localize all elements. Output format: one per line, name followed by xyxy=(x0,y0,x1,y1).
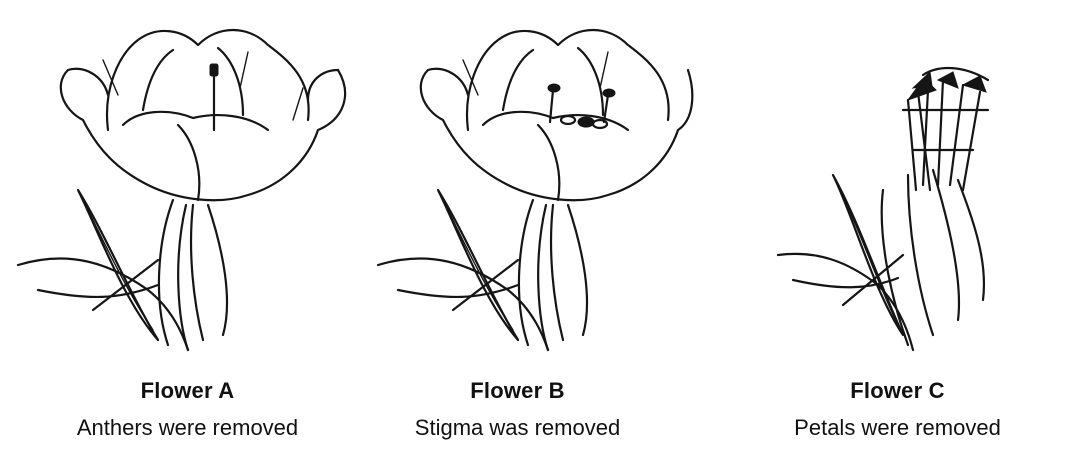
flower-a-drawing xyxy=(8,0,367,370)
flower-c-title: Flower C xyxy=(718,378,1077,404)
flower-b-drawing xyxy=(338,0,697,370)
flower-a-panel: Flower A Anthers were removed xyxy=(8,0,367,453)
flower-c-caption: Petals were removed xyxy=(718,415,1077,441)
flower-b-title: Flower B xyxy=(338,378,697,404)
flower-a-caption: Anthers were removed xyxy=(8,415,367,441)
flower-b-panel: Flower B Stigma was removed xyxy=(338,0,697,453)
flower-a-title: Flower A xyxy=(8,378,367,404)
flower-b-caption: Stigma was removed xyxy=(338,415,697,441)
flower-c-drawing xyxy=(718,0,1077,370)
flower-c-panel: Flower C Petals were removed xyxy=(718,0,1077,453)
